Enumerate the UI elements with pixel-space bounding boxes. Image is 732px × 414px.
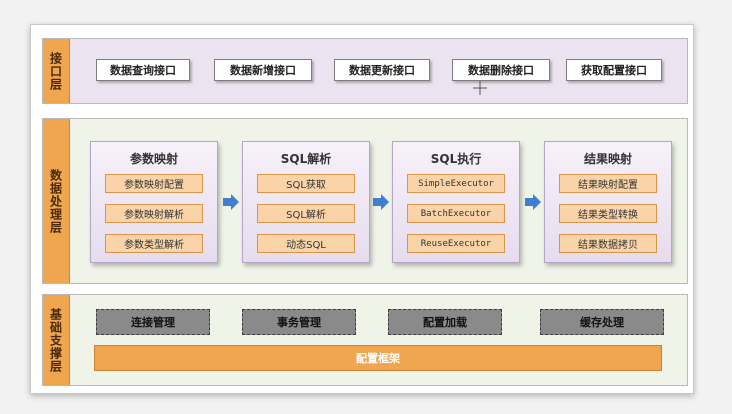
module-title: SQL执行	[430, 152, 482, 166]
interface-layer-label-text: 接口层	[48, 51, 63, 91]
support-layer-label: 基础支撑层	[43, 295, 70, 385]
module-item: 参数映射配置	[105, 174, 203, 193]
connection-management: 连接管理	[96, 309, 210, 335]
module-title: SQL解析	[280, 152, 332, 166]
module-item: SQL获取	[257, 174, 355, 193]
module-item: SimpleExecutor	[407, 174, 505, 193]
crosshair-cursor-icon	[473, 81, 487, 95]
transaction-management: 事务管理	[242, 309, 356, 335]
param-mapping-module: 参数映射 参数映射配置 参数映射解析 参数类型解析	[90, 141, 218, 263]
support-layer: 基础支撑层 连接管理 事务管理 配置加载 缓存处理 配置框架	[42, 294, 688, 386]
module-item: 结果映射配置	[559, 174, 657, 193]
module-item: 动态SQL	[257, 234, 355, 253]
module-item: 参数类型解析	[105, 234, 203, 253]
processing-layer-label-text: 数据处理层	[48, 168, 63, 234]
module-item: 结果类型转换	[559, 204, 657, 223]
data-update-api: 数据更新接口	[334, 59, 430, 81]
processing-layer-body: 参数映射 参数映射配置 参数映射解析 参数类型解析 SQL解析 SQL获取 SQ…	[70, 119, 687, 283]
right-arrow-icon	[525, 194, 541, 210]
module-item: 参数映射解析	[105, 204, 203, 223]
data-query-api: 数据查询接口	[96, 59, 190, 81]
sql-parse-module: SQL解析 SQL获取 SQL解析 动态SQL	[242, 141, 370, 263]
config-framework-bar: 配置框架	[94, 345, 662, 371]
processing-layer-label: 数据处理层	[43, 119, 70, 283]
module-item: ReuseExecutor	[407, 234, 505, 253]
sql-execute-module: SQL执行 SimpleExecutor BatchExecutor Reuse…	[392, 141, 520, 263]
module-item: BatchExecutor	[407, 204, 505, 223]
interface-layer-body: 数据查询接口 数据新增接口 数据更新接口 数据删除接口 获取配置接口	[70, 39, 687, 103]
support-layer-label-text: 基础支撑层	[48, 307, 63, 373]
module-title: 参数映射	[129, 152, 178, 166]
right-arrow-icon	[373, 194, 389, 210]
module-item: SQL解析	[257, 204, 355, 223]
interface-layer-label: 接口层	[43, 39, 70, 103]
module-item: 结果数据拷贝	[559, 234, 657, 253]
module-title: 结果映射	[583, 152, 632, 166]
right-arrow-icon	[223, 194, 239, 210]
interface-layer: 接口层 数据查询接口 数据新增接口 数据更新接口 数据删除接口 获取配置接口	[42, 38, 688, 104]
support-layer-body: 连接管理 事务管理 配置加载 缓存处理 配置框架	[70, 295, 687, 385]
data-processing-layer: 数据处理层 参数映射 参数映射配置 参数映射解析 参数类型解析 SQL解析 SQ…	[42, 118, 688, 284]
get-config-api: 获取配置接口	[566, 59, 662, 81]
config-loading: 配置加载	[388, 309, 502, 335]
cache-handling: 缓存处理	[540, 309, 664, 335]
data-insert-api: 数据新增接口	[214, 59, 312, 81]
data-delete-api: 数据删除接口	[452, 59, 550, 81]
result-mapping-module: 结果映射 结果映射配置 结果类型转换 结果数据拷贝	[544, 141, 672, 263]
